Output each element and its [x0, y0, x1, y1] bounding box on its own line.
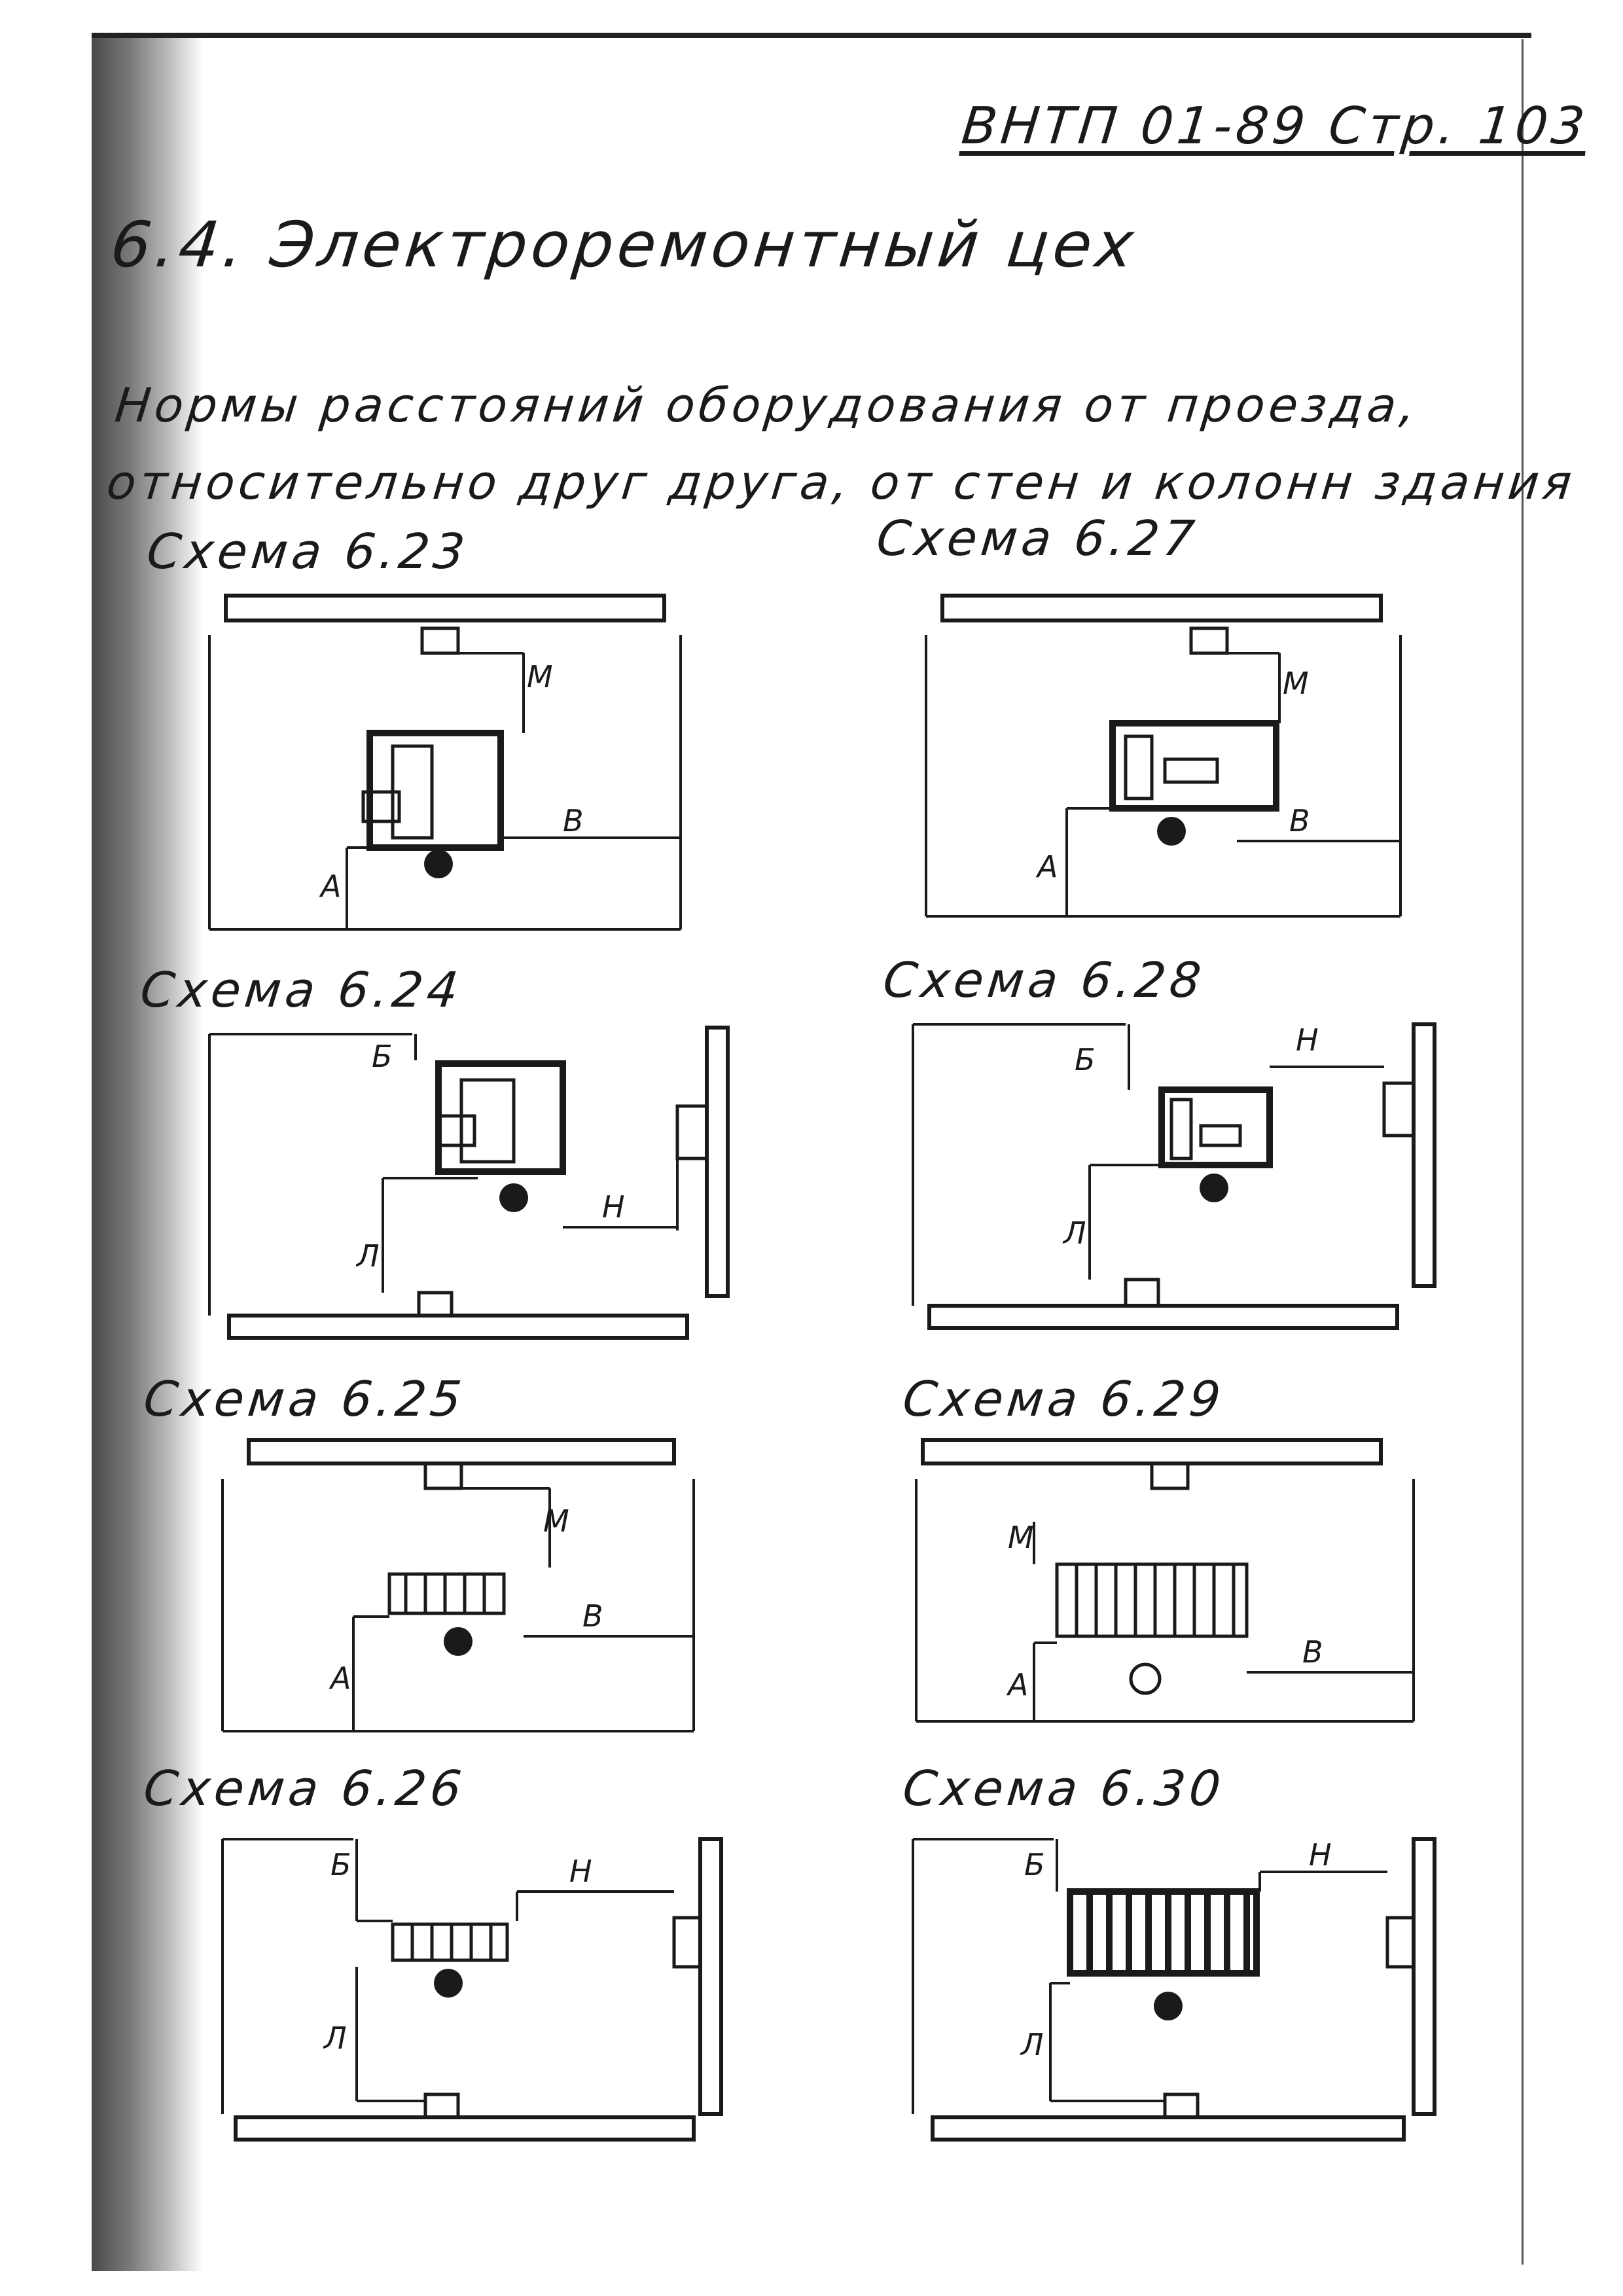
- column: [420, 626, 460, 655]
- bottom-wall: [927, 1304, 1399, 1330]
- column: [1150, 1462, 1190, 1490]
- bottom-wall: [234, 2115, 696, 2142]
- operator-position: [1200, 1174, 1228, 1202]
- column: [672, 1916, 702, 1969]
- column-bottom: [1163, 2092, 1200, 2119]
- column-bottom: [1124, 1278, 1160, 1308]
- bottom-wall: [227, 1314, 689, 1340]
- document-reference: ВНТП 01-89 Стр. 103: [959, 97, 1592, 156]
- side-wall: [1412, 1022, 1436, 1288]
- dim-label-n: Н: [602, 1189, 625, 1225]
- section-title: 6.4. Электроремонтный цех: [107, 208, 1141, 281]
- page-top-edge: [92, 33, 1531, 38]
- bottom-wall: [931, 2115, 1406, 2142]
- operator-position: [444, 1627, 473, 1656]
- equipment: [1109, 720, 1279, 812]
- book-spine-shadow: [92, 33, 203, 2271]
- dim-label-m: М: [1008, 1520, 1034, 1555]
- scheme-label-6-30: Схема 6.30: [900, 1761, 1227, 1817]
- dim-label-l: Л: [355, 1238, 380, 1274]
- dim-label-l: Л: [1062, 1215, 1086, 1251]
- scheme-label-6-29: Схема 6.29: [900, 1371, 1227, 1427]
- page-right-margin-line: [1522, 39, 1524, 2265]
- column: [1189, 626, 1229, 655]
- scheme-diagram-6-26: Б Н Л: [221, 1837, 723, 2142]
- top-wall: [247, 1438, 676, 1465]
- equipment: [1055, 1562, 1249, 1638]
- section-subtitle: Нормы расстояний оборудования от проезда…: [103, 367, 1588, 521]
- scheme-label-6-27: Схема 6.27: [874, 511, 1201, 567]
- scheme-label-6-28: Схема 6.28: [880, 952, 1207, 1009]
- scheme-label-6-25: Схема 6.25: [141, 1371, 468, 1427]
- equipment: [1067, 1888, 1260, 1977]
- scheme-diagram-6-28: Б Н Л: [912, 1022, 1436, 1330]
- scheme-label-6-26: Схема 6.26: [141, 1761, 468, 1817]
- dim-label-b: Б: [1024, 1847, 1045, 1882]
- dim-label-b: Б: [330, 1847, 351, 1882]
- dim-label-n: Н: [1309, 1837, 1332, 1873]
- scheme-diagram-6-25: М В А: [221, 1438, 695, 1732]
- scheme-diagram-6-23: М В А: [208, 594, 682, 931]
- scheme-diagram-6-27: М В А: [925, 594, 1402, 918]
- scheme-diagram-6-30: Б Н Л: [912, 1837, 1436, 2142]
- side-wall: [1412, 1837, 1436, 2116]
- column: [1382, 1081, 1416, 1138]
- dim-label-a: А: [1035, 849, 1058, 884]
- dim-label-m: М: [1283, 666, 1309, 701]
- scheme-diagram-6-29: М В А: [915, 1438, 1415, 1723]
- dim-label-v: В: [563, 803, 584, 838]
- column: [675, 1104, 709, 1160]
- equipment: [1158, 1086, 1273, 1168]
- dim-label-v: В: [582, 1598, 603, 1634]
- operator-position: [1129, 1662, 1162, 1695]
- dim-label-a: А: [329, 1660, 351, 1696]
- column: [1385, 1916, 1416, 1969]
- column-bottom: [423, 2092, 460, 2119]
- operator-position: [1157, 817, 1186, 846]
- subtitle-line-1: Нормы расстояний оборудования от проезда…: [112, 378, 1422, 433]
- dim-label-m: М: [527, 659, 553, 694]
- side-wall: [705, 1026, 730, 1298]
- dim-label-a: А: [1006, 1667, 1028, 1702]
- dim-label-v: В: [1302, 1634, 1323, 1670]
- scheme-label-6-24: Схема 6.24: [137, 962, 465, 1018]
- subtitle-line-2: относительно друг друга, от стен и колон…: [104, 455, 1578, 510]
- dim-label-v: В: [1289, 803, 1310, 838]
- column: [423, 1462, 463, 1490]
- dim-label-n: Н: [1296, 1022, 1319, 1058]
- side-wall: [698, 1837, 723, 2116]
- column-bottom: [417, 1291, 454, 1318]
- top-wall: [940, 594, 1383, 622]
- dim-label-l: Л: [323, 2020, 347, 2056]
- top-wall: [224, 594, 666, 622]
- dim-label-b: Б: [1075, 1042, 1096, 1077]
- dim-label-a: А: [319, 869, 341, 904]
- dim-label-n: Н: [569, 1854, 592, 1889]
- scheme-label-6-23: Схема 6.23: [144, 524, 471, 580]
- operator-position: [424, 850, 453, 878]
- operator-position: [1154, 1992, 1183, 2020]
- scheme-diagram-6-24: Б Н Л: [208, 1026, 730, 1340]
- dim-label-b: Б: [372, 1039, 393, 1074]
- operator-position: [499, 1183, 528, 1212]
- top-wall: [921, 1438, 1383, 1465]
- operator-position: [434, 1969, 463, 1998]
- scan-background: [0, 0, 92, 2296]
- dim-label-m: М: [543, 1503, 569, 1539]
- dim-label-l: Л: [1020, 2027, 1044, 2062]
